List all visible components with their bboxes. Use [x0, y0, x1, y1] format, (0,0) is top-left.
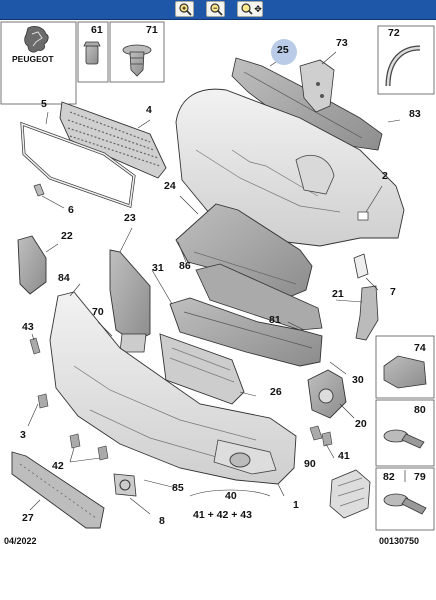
callout-21[interactable]: 21	[332, 288, 344, 300]
callout-24[interactable]: 24	[164, 180, 176, 192]
zoom-in-icon: +	[179, 3, 192, 16]
part-4-grille	[59, 101, 167, 179]
part-31-absorber	[169, 297, 323, 367]
callout-61[interactable]: 61	[91, 24, 103, 36]
diagram-drawing	[0, 21, 435, 531]
callout-2[interactable]: 2	[382, 170, 388, 182]
part-61-clip	[83, 41, 101, 65]
callout-73[interactable]: 73	[336, 37, 348, 49]
callout-84[interactable]: 84	[58, 272, 70, 284]
callout-22[interactable]: 22	[61, 230, 73, 242]
callout-81[interactable]: 81	[269, 314, 281, 326]
callout-85[interactable]: 85	[172, 482, 184, 494]
kit-formula: 41 + 42 + 43	[193, 509, 252, 521]
part-71-rivet	[122, 44, 152, 77]
callout-1[interactable]: 1	[293, 499, 299, 511]
footer-date: 04/2022	[4, 536, 37, 546]
callout-70[interactable]: 70	[92, 306, 104, 318]
callout-23[interactable]: 23	[124, 212, 136, 224]
callout-20[interactable]: 20	[355, 418, 367, 430]
callout-90[interactable]: 90	[304, 458, 316, 470]
callout-8[interactable]: 8	[159, 515, 165, 527]
callout-6[interactable]: 6	[68, 204, 74, 216]
callout-40[interactable]: 40	[225, 490, 237, 502]
callout-71[interactable]: 71	[146, 24, 158, 36]
callout-83[interactable]: 83	[409, 108, 421, 120]
callout-27[interactable]: 27	[22, 512, 34, 524]
callout-80[interactable]: 80	[414, 404, 426, 416]
callout-7[interactable]: 7	[390, 286, 396, 298]
highlight-badge-25	[271, 39, 297, 65]
parts-diagram: PEUGEOT 61 71 72 25 73 5 4 83 2 6 24 22 …	[0, 19, 436, 600]
callout-30[interactable]: 30	[352, 374, 364, 386]
svg-text:+: +	[182, 6, 186, 13]
zoom-pan-button[interactable]: ✥	[237, 1, 263, 17]
part-26-lower-panel	[159, 333, 245, 405]
zoom-out-button[interactable]: −	[206, 1, 225, 17]
part-61-frame	[77, 21, 109, 83]
callout-86[interactable]: 86	[179, 260, 191, 272]
part-2-upper-bumper	[175, 88, 405, 247]
zoom-out-icon: −	[210, 3, 223, 16]
zoom-in-button[interactable]: +	[175, 1, 194, 17]
callout-4[interactable]: 4	[146, 104, 152, 116]
callout-43[interactable]: 43	[22, 321, 34, 333]
toolbar: + − ✥	[0, 0, 436, 20]
part-71-frame	[109, 21, 165, 83]
callout-42[interactable]: 42	[52, 460, 64, 472]
zoom-pan-icon: ✥	[241, 3, 262, 15]
callout-72[interactable]: 72	[388, 27, 400, 39]
callout-82[interactable]: 82	[383, 471, 395, 483]
callout-41[interactable]: 41	[338, 450, 350, 462]
footer-ref: 00130750	[379, 536, 420, 546]
svg-text:✥: ✥	[254, 5, 262, 15]
callout-5[interactable]: 5	[41, 98, 47, 110]
callout-3[interactable]: 3	[20, 429, 26, 441]
part-1-lower-bumper	[49, 291, 297, 485]
peugeot-logo-text: PEUGEOT	[12, 54, 54, 64]
peugeot-lion-icon	[24, 26, 49, 53]
callout-31[interactable]: 31	[152, 262, 164, 274]
svg-text:−: −	[213, 6, 217, 13]
leader-lines	[27, 51, 401, 515]
callout-25[interactable]: 25	[277, 44, 289, 56]
logo-frame	[0, 21, 77, 105]
callout-26[interactable]: 26	[270, 386, 282, 398]
callout-74[interactable]: 74	[414, 342, 426, 354]
callout-79[interactable]: 79	[414, 471, 426, 483]
